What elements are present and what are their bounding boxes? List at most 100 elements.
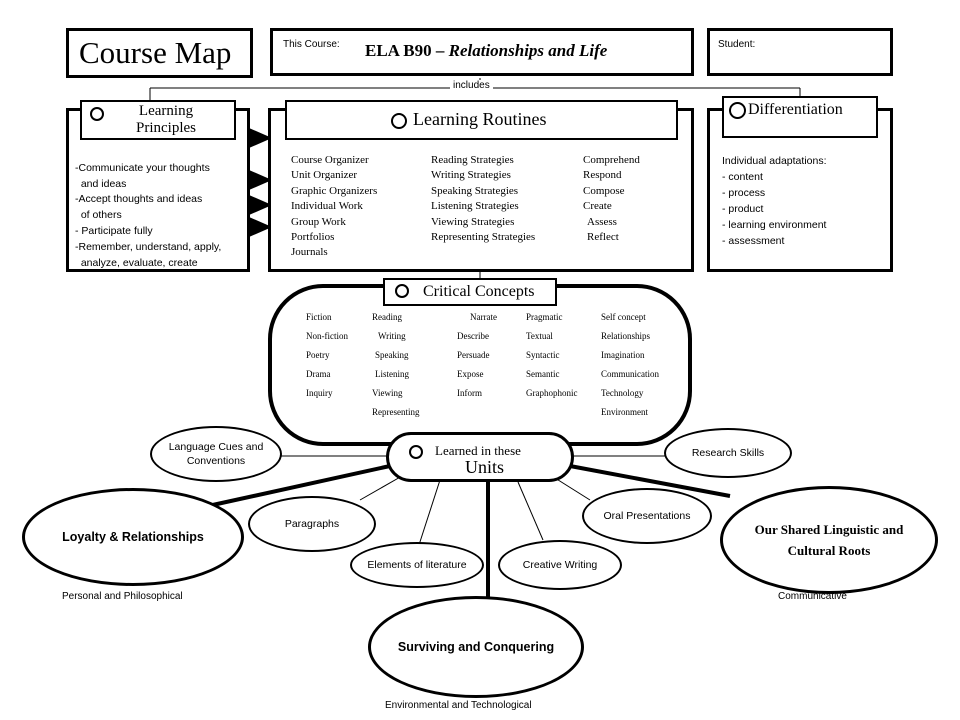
student-box: Student:: [707, 28, 893, 76]
concept-item: Listening: [375, 369, 409, 379]
circle-icon: [395, 284, 409, 298]
concept-item: Speaking: [375, 350, 409, 360]
personal-caption: Personal and Philosophical: [62, 591, 183, 602]
concept-item: Syntactic: [526, 350, 560, 360]
principle-item: analyze, evaluate, create: [75, 256, 198, 269]
research-skills-label: Research Skills: [691, 447, 765, 459]
units-title-line2: Units: [465, 457, 505, 477]
concept-item: Inform: [457, 388, 482, 398]
loyalty-relationships-label: Loyalty & Relationships: [62, 530, 204, 544]
circle-icon: [391, 113, 407, 129]
shared-roots-node: Our Shared Linguistic and Cultural Roots: [720, 486, 938, 594]
research-skills-node: Research Skills: [664, 428, 792, 478]
concept-item: Textual: [526, 331, 553, 341]
concept-item: Graphophonic: [526, 388, 578, 398]
routine-item: Journals: [291, 246, 328, 259]
principle-item: -Remember, understand, apply,: [75, 240, 222, 253]
student-label: Student:: [718, 39, 756, 50]
concept-item: Drama: [306, 369, 331, 379]
concept-item: Communication: [601, 369, 659, 379]
concept-item: Persuade: [457, 350, 490, 360]
differentiation-item: Individual adaptations:: [722, 155, 827, 167]
environmental-caption: Environmental and Technological: [385, 700, 532, 711]
paragraphs-label: Paragraphs: [284, 518, 340, 530]
routine-item: Reading Strategies: [431, 154, 514, 166]
learning-principles-title-line2: Principles: [136, 120, 196, 136]
concept-item: Technology: [601, 388, 644, 398]
routine-item: Group Work: [291, 215, 346, 228]
language-cues-label: Language Cues and Conventions: [168, 441, 264, 467]
concept-item: Imagination: [601, 350, 645, 360]
concept-item: Relationships: [601, 331, 650, 341]
shared-roots-label: Our Shared Linguistic and Cultural Roots: [754, 522, 904, 558]
course-name: ELA B90 – Relationships and Life: [365, 41, 607, 61]
learning-principles-header: Learning Principles: [80, 100, 236, 140]
routine-item: Course Organizer: [291, 154, 369, 166]
includes-label: includes: [450, 80, 493, 91]
concept-item: Environment: [601, 407, 648, 417]
oral-presentations-label: Oral Presentations: [603, 510, 691, 522]
routine-item: Comprehend: [583, 154, 640, 166]
loyalty-relationships-node: Loyalty & Relationships: [22, 488, 244, 586]
differentiation-item: - product: [722, 203, 764, 215]
course-map-title: Course Map: [79, 35, 232, 70]
units-title-line1: Learned in these: [435, 443, 521, 458]
routine-item: Portfolios: [291, 231, 335, 244]
creative-writing-label: Creative Writing: [522, 559, 598, 571]
routine-item: Assess: [587, 215, 617, 228]
communicative-caption: Communicative: [778, 591, 847, 602]
circle-icon: [90, 107, 104, 121]
routine-item: Representing Strategies: [431, 231, 536, 244]
routine-item: Reflect: [587, 231, 619, 244]
principle-item: -Communicate your thoughts: [75, 161, 210, 174]
circle-icon: [729, 102, 746, 119]
principle-item: -Accept thoughts and ideas: [75, 193, 203, 206]
routine-item: Listening Strategies: [431, 200, 519, 213]
routine-item: Graphic Organizers: [291, 184, 378, 197]
course-code: ELA B90 –: [365, 41, 449, 60]
concept-item: Narrate: [470, 312, 497, 322]
oral-presentations-node: Oral Presentations: [582, 488, 712, 544]
principle-item: and ideas: [75, 177, 127, 190]
concept-item: Expose: [457, 369, 484, 379]
learning-principles-title-line1: Learning: [138, 103, 194, 119]
learning-principles-title: Learning Principles: [116, 103, 216, 137]
creative-writing-node: Creative Writing: [498, 540, 622, 590]
course-map-title-box: Course Map: [66, 28, 253, 78]
concept-item: Viewing: [372, 388, 403, 398]
differentiation-title: Differentiation: [748, 101, 843, 118]
concept-item: Poetry: [306, 350, 330, 360]
course-subtitle: Relationships and Life: [448, 41, 608, 60]
learning-routines-title: Learning Routines: [413, 109, 547, 129]
routine-item: Compose: [583, 184, 625, 197]
routine-item: Speaking Strategies: [431, 184, 519, 197]
concept-item: Reading: [372, 312, 402, 322]
routine-item: Individual Work: [291, 200, 363, 213]
concept-item: Semantic: [526, 369, 560, 379]
differentiation-item: - process: [722, 187, 766, 199]
differentiation-item: - assessment: [722, 235, 785, 247]
critical-concepts-header: Critical Concepts: [383, 278, 557, 306]
units-node: Learned in these Units: [386, 432, 574, 482]
differentiation-list: Individual adaptations:- content- proces…: [722, 153, 827, 249]
routine-item: Respond: [583, 169, 622, 182]
this-course-box: This Course: ELA B90 – Relationships and…: [270, 28, 694, 76]
circle-icon: [409, 445, 423, 459]
routine-item: Unit Organizer: [291, 169, 358, 182]
routine-item: Viewing Strategies: [431, 215, 515, 228]
concept-item: Representing: [372, 407, 420, 417]
concept-item: Self concept: [601, 312, 646, 322]
learning-routines-header: Learning Routines: [285, 100, 678, 140]
this-course-label: This Course:: [283, 39, 340, 50]
learning-principles-list: -Communicate your thoughts and ideas -Acc…: [75, 145, 221, 303]
routine-item: Writing Strategies: [431, 169, 511, 182]
critical-concepts-title: Critical Concepts: [423, 283, 535, 300]
